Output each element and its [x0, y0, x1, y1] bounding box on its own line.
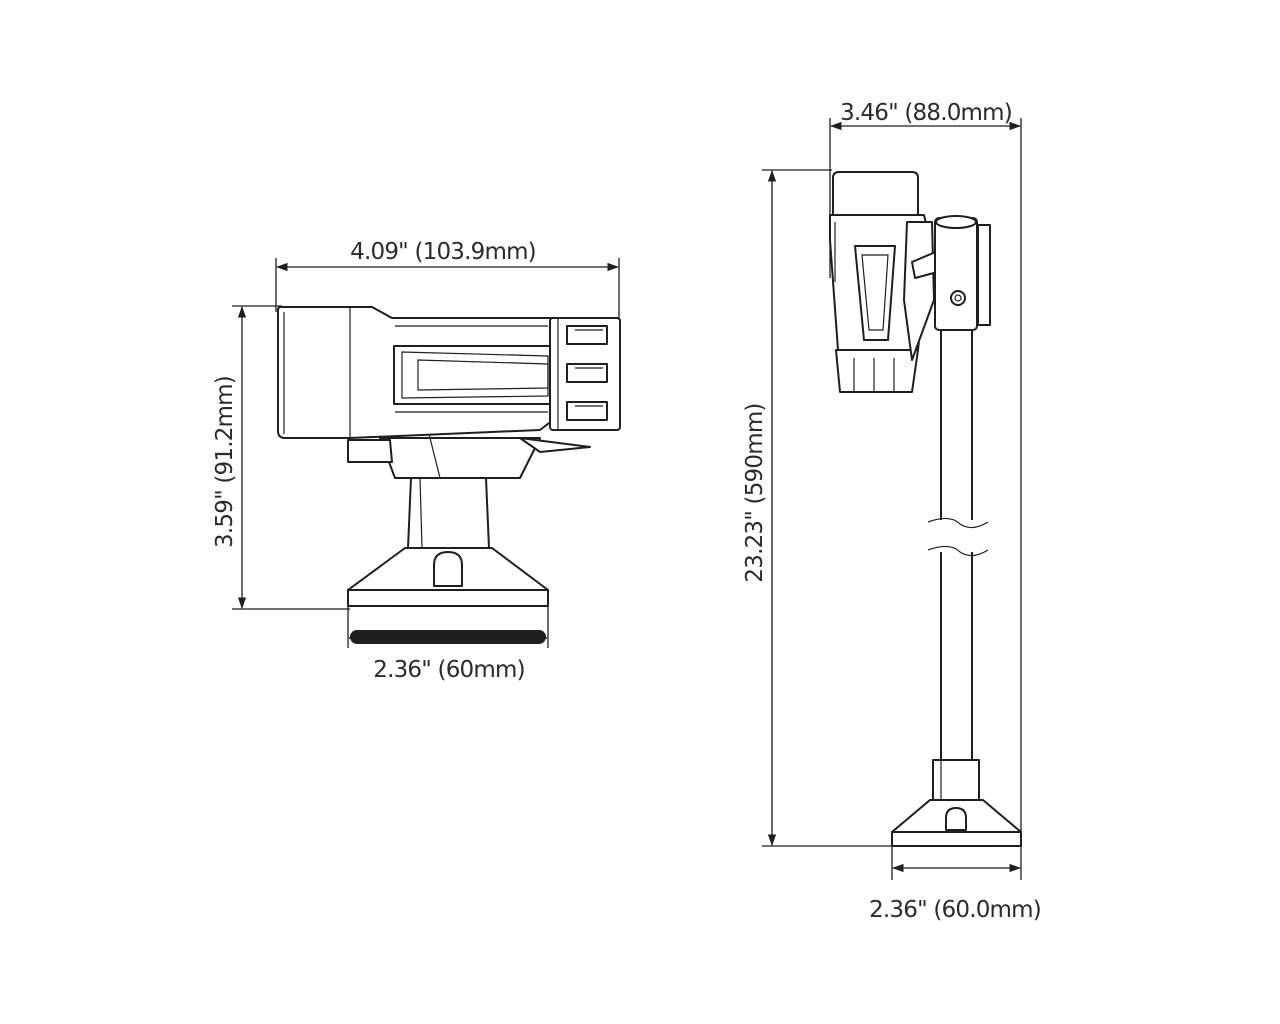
side-width-label: 4.09" (103.9mm) [350, 239, 536, 265]
pole-base-dimension: 2.36" (60.0mm) [869, 846, 1042, 923]
pole-base [891, 759, 1022, 847]
side-width-dimension: 4.09" (103.9mm) [275, 239, 620, 320]
side-height-dimension: 3.59" (91.2mm) [212, 305, 350, 610]
side-base-label: 2.36" (60mm) [373, 657, 525, 683]
side-view-base [347, 547, 549, 644]
side-view-lamp [277, 306, 621, 439]
pole-mount-view [829, 171, 1022, 847]
side-base-dimension: 2.36" (60mm) [347, 606, 549, 683]
pole-height-dimension: 23.23" (590mm) [742, 169, 893, 847]
pole-top-width-label: 3.46" (88.0mm) [840, 100, 1012, 126]
side-view-light [277, 306, 621, 644]
pole-lamp-head [829, 171, 946, 393]
pole-top-width-dimension: 3.46" (88.0mm) [829, 100, 1022, 880]
side-height-label: 3.59" (91.2mm) [212, 376, 238, 548]
pole-base-label: 2.36" (60.0mm) [869, 897, 1041, 923]
pole-height-label: 23.23" (590mm) [742, 403, 768, 582]
pole-clamp [934, 215, 991, 331]
pole [927, 330, 989, 760]
